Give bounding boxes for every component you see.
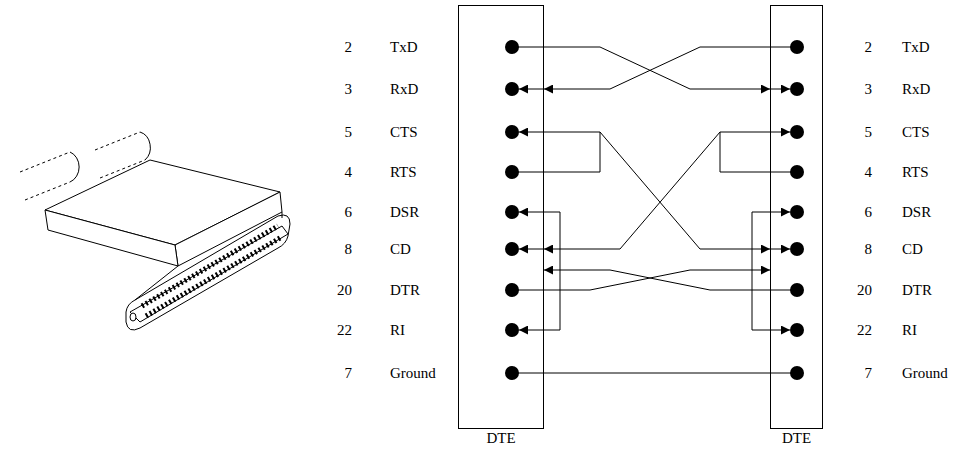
wire-connector xyxy=(544,47,770,89)
signal-name: RI xyxy=(390,322,405,339)
pin-dot xyxy=(505,323,519,337)
pin-number: 22 xyxy=(857,322,872,339)
wire-stub xyxy=(519,212,560,213)
pin-number: 7 xyxy=(345,365,353,382)
wire-stub xyxy=(770,290,797,291)
pin-dot xyxy=(505,125,519,139)
wire-connector xyxy=(544,270,770,290)
signal-name: RxD xyxy=(390,81,418,98)
pin-number: 2 xyxy=(345,39,353,56)
pin-number: 8 xyxy=(865,241,873,258)
signal-name: DSR xyxy=(902,204,931,221)
db25-connector xyxy=(25,182,70,200)
signal-name: CD xyxy=(902,241,923,258)
wire-stub xyxy=(770,89,790,90)
pin-number: 4 xyxy=(345,164,353,181)
pin-dot xyxy=(505,82,519,96)
pin-number: 20 xyxy=(857,282,872,299)
pin-number: 4 xyxy=(865,164,873,181)
signal-name: CTS xyxy=(902,124,930,141)
db25-connector xyxy=(45,210,178,266)
signal-name: RTS xyxy=(390,164,417,181)
pin-number: 6 xyxy=(865,204,873,221)
device-label: DTE xyxy=(782,430,811,447)
pin-number: 5 xyxy=(345,124,353,141)
pin-number: 8 xyxy=(345,241,353,258)
wire-stub xyxy=(770,249,790,250)
pin-number: 20 xyxy=(337,282,352,299)
wire-stub xyxy=(512,290,543,291)
signal-name: TxD xyxy=(902,39,930,56)
pin-dot xyxy=(790,323,804,337)
wire-connector xyxy=(544,132,770,249)
wire-stub xyxy=(512,373,543,374)
pin-dot xyxy=(505,40,804,380)
pin-dot xyxy=(505,242,519,256)
wire-stub xyxy=(770,373,797,374)
db25-connector xyxy=(20,152,70,172)
pin-dot xyxy=(505,205,519,219)
dte-port-box: DTE xyxy=(770,5,823,429)
wire-stub xyxy=(512,172,543,173)
wire-stub xyxy=(519,132,600,133)
wire-stub xyxy=(519,89,543,90)
signal-name: DTR xyxy=(902,282,932,299)
db25-connector xyxy=(95,132,140,150)
db25-connector xyxy=(70,152,79,182)
pin-number: 6 xyxy=(345,204,353,221)
wire-stub xyxy=(720,132,790,133)
db25-connector xyxy=(130,313,136,321)
connector-group xyxy=(544,47,770,373)
wire-connector xyxy=(544,270,770,290)
signal-name: CTS xyxy=(390,124,418,141)
signal-name: RI xyxy=(902,322,917,339)
db25-connector xyxy=(142,226,278,306)
wire-stub xyxy=(770,172,797,173)
pin-number: 2 xyxy=(865,39,873,56)
wire-connector xyxy=(544,373,770,374)
signal-name: Ground xyxy=(390,365,436,382)
pin-number: 3 xyxy=(865,81,873,98)
signal-name: DSR xyxy=(390,204,419,221)
signal-name: RTS xyxy=(902,164,929,181)
wire-stub xyxy=(512,47,543,48)
wire-stub xyxy=(770,47,797,48)
wire-stub xyxy=(752,212,753,330)
db25-connector xyxy=(282,212,283,218)
db25-connector xyxy=(130,226,288,322)
pin-number: 5 xyxy=(865,124,873,141)
pin-dot xyxy=(790,205,804,219)
pin-number: 3 xyxy=(345,81,353,98)
signal-name: Ground xyxy=(902,365,948,382)
db25-connector xyxy=(146,238,280,316)
wire-stub xyxy=(512,47,797,373)
wire-stub xyxy=(752,330,790,331)
pin-dot xyxy=(790,125,804,139)
wire-stub xyxy=(752,212,790,213)
pin-number: 7 xyxy=(865,365,873,382)
wire-connector xyxy=(544,132,770,249)
wire-stub xyxy=(560,212,561,330)
pin-dot xyxy=(790,82,804,96)
wire-stub xyxy=(519,330,560,331)
wire-stub xyxy=(519,249,543,250)
db25-connector xyxy=(20,132,290,330)
pin-dot xyxy=(790,242,804,256)
wire-connector xyxy=(544,47,770,89)
signal-name: CD xyxy=(390,241,411,258)
dte-port-box: DTE xyxy=(458,5,544,429)
signal-name: RxD xyxy=(902,81,930,98)
db25-connector xyxy=(140,132,150,160)
pin-number: 22 xyxy=(337,322,352,339)
signal-name: DTR xyxy=(390,282,420,299)
signal-name: TxD xyxy=(390,39,418,56)
db25-connector xyxy=(126,215,290,330)
device-label: DTE xyxy=(486,430,515,447)
